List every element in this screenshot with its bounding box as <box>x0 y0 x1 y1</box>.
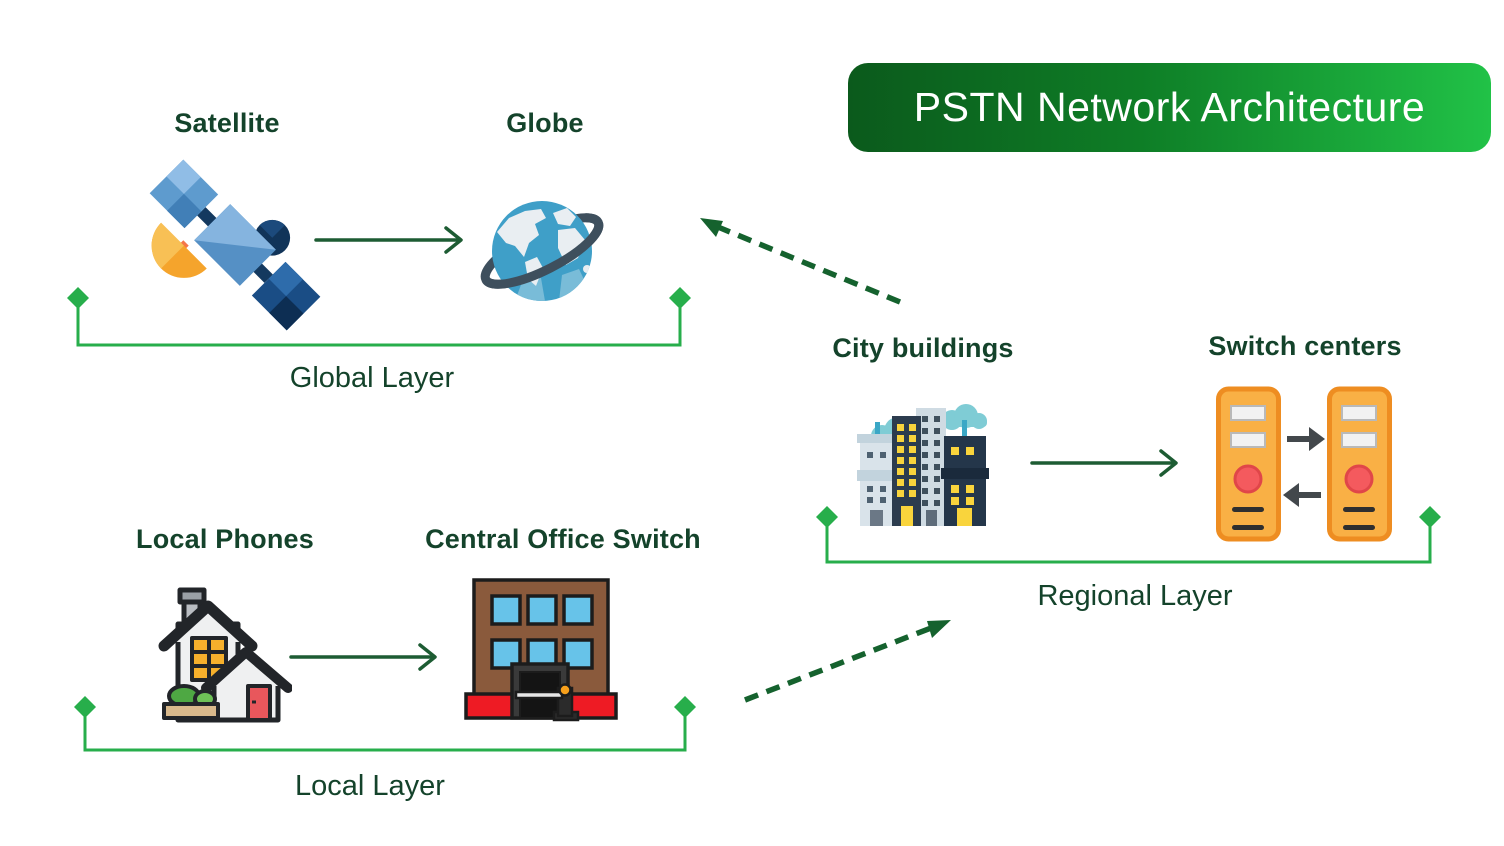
switch-centers-label: Switch centers <box>1208 331 1402 361</box>
solid-arrow-city-to-switch <box>1030 449 1178 477</box>
global-layer-bracket <box>67 287 691 347</box>
local-phones-label: Local Phones <box>136 524 314 554</box>
server-tower-right <box>1327 386 1392 542</box>
satellite-label: Satellite <box>174 108 280 138</box>
satellite-icon <box>149 159 321 331</box>
central-office-switch-label: Central Office Switch <box>425 524 701 554</box>
regional-layer-bracket <box>816 506 1441 564</box>
title-banner: PSTN Network Architecture <box>848 63 1491 152</box>
city-buildings-icon <box>857 404 989 526</box>
exchange-arrows <box>1283 427 1325 507</box>
server-tower-left <box>1216 386 1281 542</box>
dashed-arrow-regional-to-global <box>700 218 902 305</box>
house-icon <box>158 587 292 723</box>
solid-arrow-phones-to-central-office <box>289 643 437 671</box>
office-building-icon <box>464 578 618 722</box>
switch-centers-icon <box>1216 386 1392 542</box>
local-layer-bracket <box>74 696 696 752</box>
globe-icon <box>480 201 604 301</box>
dashed-arrow-local-to-regional <box>744 620 951 703</box>
global-layer-label: Global Layer <box>289 362 455 394</box>
diagram-title: PSTN Network Architecture <box>913 84 1426 130</box>
local-layer-label: Local Layer <box>295 770 445 802</box>
globe-label: Globe <box>506 108 584 138</box>
regional-layer-label: Regional Layer <box>1037 580 1233 612</box>
solid-arrow-satellite-to-globe <box>314 226 463 254</box>
city-buildings-label: City buildings <box>832 333 1014 363</box>
